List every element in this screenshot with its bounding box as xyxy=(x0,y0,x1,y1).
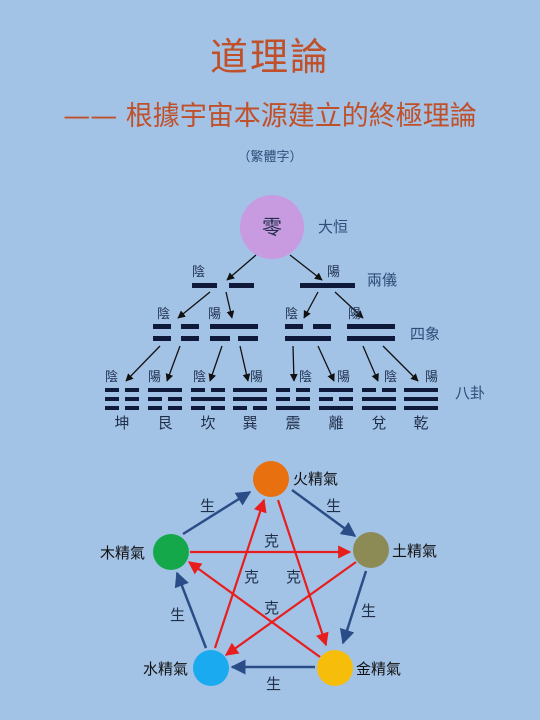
trigram-5 xyxy=(276,388,310,410)
trigram-name-1: 坤 xyxy=(114,414,129,432)
root-tag: 大恒 xyxy=(318,218,348,236)
root-label: 零 xyxy=(262,215,282,239)
generate-arrow-water-wood xyxy=(174,571,208,649)
earth-label: 土精氣 xyxy=(392,542,437,560)
level1-yang-label: 陽 xyxy=(327,265,340,280)
digram-taiyang xyxy=(347,324,395,341)
root-circle xyxy=(240,195,304,259)
level3-yin-4: 陰 xyxy=(384,370,397,385)
fire-label: 火精氣 xyxy=(293,470,338,488)
l1-arrow-4 xyxy=(334,291,364,319)
generate-arrow-earth-metal xyxy=(339,570,368,645)
overcome-label-1: 克 xyxy=(264,532,279,550)
water-label: 水精氣 xyxy=(143,660,188,678)
trigram-6 xyxy=(319,388,353,410)
page-title: 道理論 xyxy=(209,35,330,79)
digram-taiyin xyxy=(153,324,199,341)
digram-shaoyang xyxy=(210,324,258,341)
trigram-2 xyxy=(148,388,182,410)
trigram-name-5: 震 xyxy=(285,414,300,432)
generate-label-1: 生 xyxy=(200,497,215,515)
level3-tag: 八卦 xyxy=(455,384,485,402)
level2-yang-1: 陽 xyxy=(208,307,221,322)
yin-line xyxy=(192,283,254,288)
level3-yang-1: 陽 xyxy=(148,370,161,385)
level3-yin-1: 陰 xyxy=(105,370,118,385)
digram-shaoyin xyxy=(285,324,331,341)
trigram-layer: 坤艮坎巽震離兌乾 xyxy=(105,388,438,432)
trigram-name-8: 乾 xyxy=(413,414,428,432)
overcome-label-3: 克 xyxy=(286,568,301,586)
l2-arrow-2 xyxy=(165,345,181,382)
level3-yang-3: 陽 xyxy=(337,370,350,385)
level2-yang-2: 陽 xyxy=(348,307,361,322)
l2-arrow-6 xyxy=(317,345,335,382)
overcome-arrow-earth-water xyxy=(224,561,357,656)
overcome-arrow-water-fire xyxy=(213,498,267,649)
wood-node xyxy=(153,534,189,570)
root-arrow-yang xyxy=(289,254,323,281)
level3-yang-4: 陽 xyxy=(425,370,438,385)
trigram-3 xyxy=(191,388,225,410)
generate-label-2: 生 xyxy=(326,497,341,515)
water-node xyxy=(193,650,229,686)
trigram-name-4: 巽 xyxy=(242,414,257,432)
earth-node xyxy=(353,532,389,568)
l2-arrow-8 xyxy=(382,345,419,382)
level2-yin-2: 陰 xyxy=(285,307,298,322)
l1-arrow-1 xyxy=(177,291,211,319)
overcome-label-2: 克 xyxy=(244,568,259,586)
l2-arrow-7 xyxy=(362,345,379,382)
fire-node xyxy=(253,461,289,497)
trigram-4 xyxy=(233,388,267,410)
generate-label-3: 生 xyxy=(361,602,376,620)
level1-yin-label: 陰 xyxy=(192,265,205,280)
level2-tag: 四象 xyxy=(410,325,440,343)
l1-arrow-2 xyxy=(225,291,235,319)
trigram-8 xyxy=(404,388,438,410)
l2-arrow-1 xyxy=(125,345,161,382)
generate-arrow-fire-earth xyxy=(291,488,357,538)
trigram-1 xyxy=(105,388,139,410)
l2-arrow-5 xyxy=(289,345,298,382)
page-note: （繁體字） xyxy=(237,150,303,165)
metal-node xyxy=(317,650,353,686)
l1-arrow-3 xyxy=(303,291,319,319)
overcome-arrow-metal-wood xyxy=(187,561,321,658)
trigram-name-3: 坎 xyxy=(200,414,215,432)
l2-arrow-4 xyxy=(239,345,251,382)
overcome-label-4: 克 xyxy=(264,599,279,617)
trigram-name-2: 艮 xyxy=(157,414,172,432)
wood-label: 木精氣 xyxy=(100,544,145,562)
generate-arrow-wood-fire xyxy=(182,490,252,536)
level3-yin-2: 陰 xyxy=(193,370,206,385)
level2-yin-1: 陰 xyxy=(157,307,170,322)
metal-label: 金精氣 xyxy=(356,660,401,678)
yang-line xyxy=(300,283,355,288)
trigram-name-7: 兌 xyxy=(371,414,386,432)
generate-label-4: 生 xyxy=(266,675,281,693)
level1-tag: 兩儀 xyxy=(367,271,397,289)
trigram-name-6: 離 xyxy=(328,414,343,432)
level3-yin-3: 陰 xyxy=(299,370,312,385)
trigram-7 xyxy=(362,388,396,410)
page-subtitle: —— 根據宇宙本源建立的終極理論 xyxy=(63,101,477,132)
overcome-arrow-fire-metal xyxy=(276,499,329,647)
generate-label-5: 生 xyxy=(170,606,185,624)
root-arrow-yin xyxy=(226,254,257,281)
l2-arrow-3 xyxy=(208,345,223,382)
level3-yang-2: 陽 xyxy=(250,370,263,385)
